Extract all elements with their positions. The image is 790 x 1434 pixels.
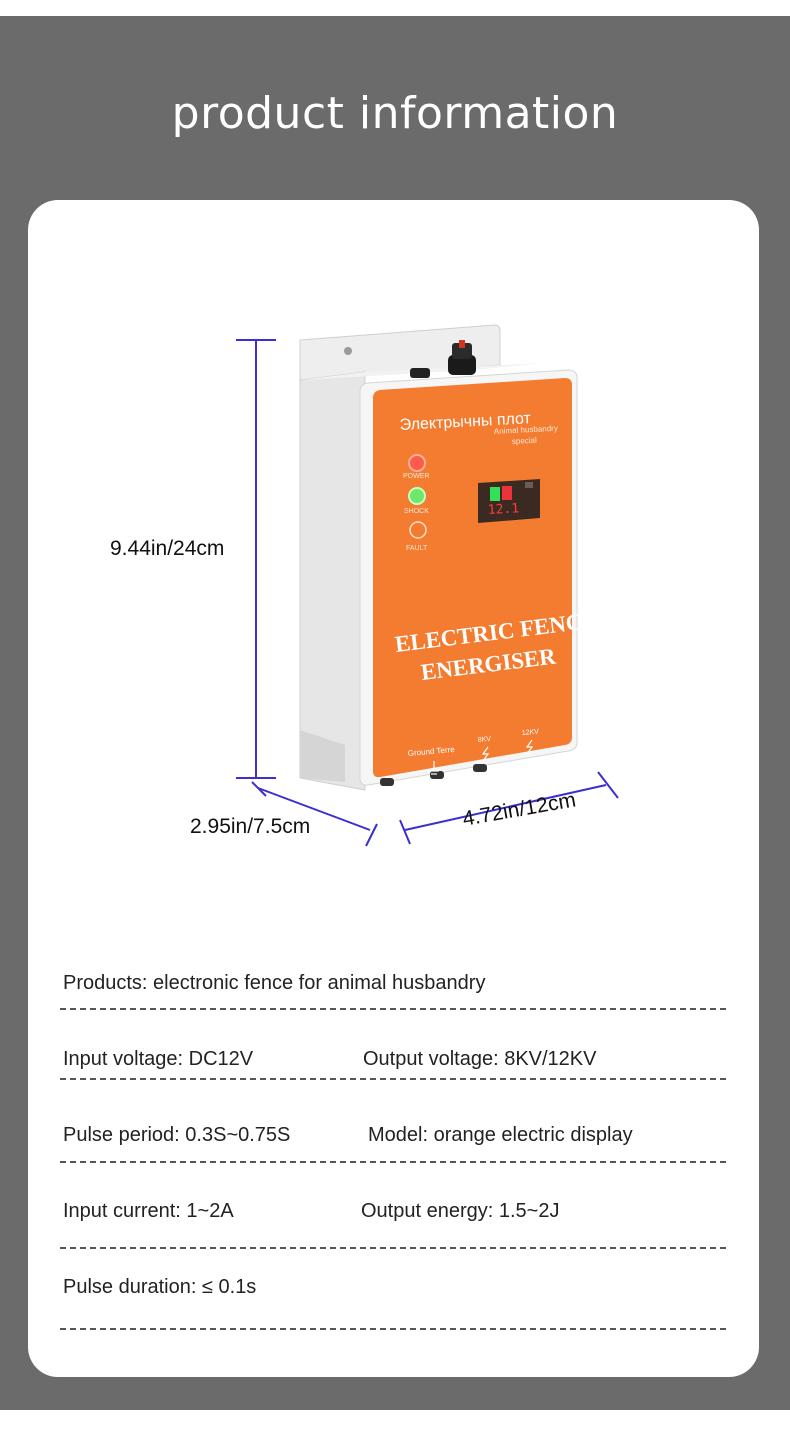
led-power-label: POWER	[403, 473, 429, 480]
spec-divider	[60, 1328, 726, 1330]
spec-row-pulse: Pulse period: 0.3S~0.75S Model: orange e…	[63, 1124, 725, 1164]
spec-divider	[60, 1008, 726, 1010]
spec-output-voltage: Output voltage: 8KV/12KV	[363, 1048, 597, 1070]
display-readout: 12.1	[487, 501, 519, 518]
panel-sub-line2: special	[512, 436, 538, 446]
terminal-8kv-label: 8KV	[478, 736, 492, 744]
spec-model: Model: orange electric display	[368, 1124, 633, 1146]
spec-row-current: Input current: 1~2A Output energy: 1.5~2…	[63, 1200, 725, 1240]
panel-header-text: Электрычны плот	[399, 410, 532, 434]
spec-divider	[60, 1161, 726, 1163]
panel-sub-line1: Animal husbandry	[494, 424, 558, 436]
spec-divider	[60, 1078, 726, 1080]
led-fault-label: FAULT	[406, 545, 428, 552]
spec-row-voltage: Input voltage: DC12V Output voltage: 8KV…	[63, 1048, 725, 1088]
bottom-band	[0, 1410, 790, 1434]
terminal-12kv-label: 12KV	[522, 728, 540, 736]
spec-output-energy: Output energy: 1.5~2J	[361, 1200, 560, 1222]
spec-row-products: Products: electronic fence for animal hu…	[63, 972, 725, 1012]
depth-dimension-label: 2.95in/7.5cm	[190, 815, 311, 838]
height-dimension-label: 9.44in/24cm	[110, 537, 225, 560]
spec-products: Products: electronic fence for animal hu…	[63, 972, 486, 994]
spec-row-duration: Pulse duration: ≤ 0.1s	[63, 1276, 725, 1316]
terminal-ground-label: Ground Terre	[407, 745, 455, 758]
spec-input-current: Input current: 1~2A	[63, 1200, 234, 1222]
top-band	[0, 0, 790, 16]
spec-input-voltage: Input voltage: DC12V	[63, 1048, 254, 1070]
product-image: Электрычны плот Animal husbandry special…	[236, 324, 619, 847]
spec-pulse-period: Pulse period: 0.3S~0.75S	[63, 1124, 291, 1146]
led-shock-label: SHOCK	[404, 508, 429, 515]
spec-divider	[60, 1247, 726, 1249]
page-title: product information	[171, 88, 619, 139]
spec-pulse-duration: Pulse duration: ≤ 0.1s	[63, 1276, 257, 1298]
